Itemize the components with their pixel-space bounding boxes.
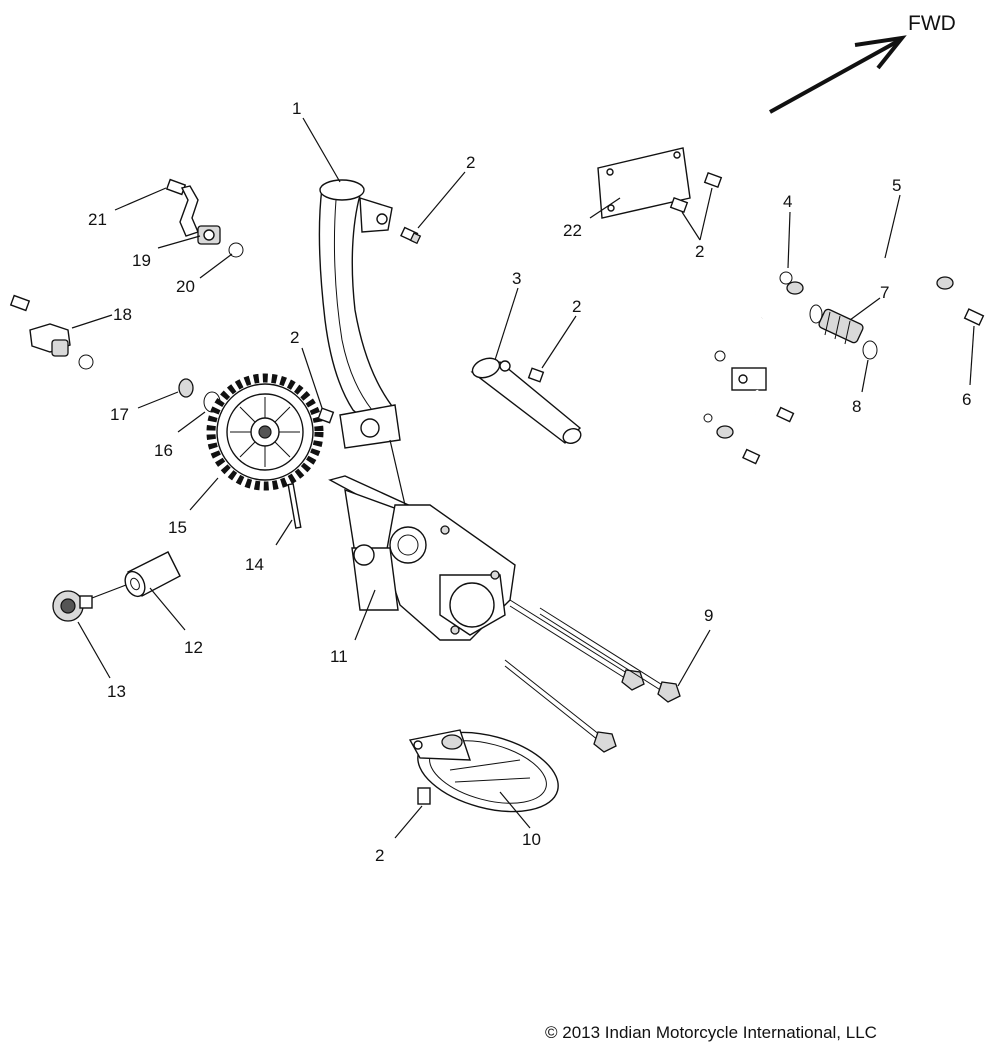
callout-15: 15 [168,518,187,537]
bolt-icon [527,367,545,383]
callout-22: 22 [563,221,582,240]
callout-4: 4 [783,192,792,211]
callout-2-plate: 2 [695,242,704,261]
callout-2-tube: 2 [466,153,475,172]
fitting [809,304,864,345]
cover-plate [597,147,723,219]
callout-2-screen: 2 [375,846,384,865]
callout-6: 6 [962,390,971,409]
callout-11: 11 [330,647,348,666]
pickup-tube [318,179,401,449]
bolt-icon [317,407,335,424]
callout-18: 18 [113,305,132,324]
bolt-icon [963,308,985,326]
o-ring [862,340,878,360]
oil-line [703,253,974,465]
snap-ring [178,378,194,398]
callout-21: 21 [88,210,107,229]
callout-9: 9 [704,606,713,625]
callout-10: 10 [522,830,541,849]
bolt-icon [417,787,431,805]
callout-17: 17 [110,405,129,424]
oil-screen [408,729,559,813]
sensor-bracket [165,178,244,258]
callout-8: 8 [852,397,861,416]
callout-12: 12 [184,638,203,657]
callout-7: 7 [880,283,889,302]
callout-1: 1 [292,99,301,118]
speed-sensor [9,294,94,370]
callout-5: 5 [892,176,901,195]
callout-14: 14 [245,555,264,574]
forward-arrow [769,35,907,114]
sleeve [470,357,582,444]
callout-2-pump: 2 [290,328,299,347]
callout-3: 3 [512,269,521,288]
callout-2-sleeve: 2 [572,297,581,316]
callout-20: 20 [176,277,195,296]
callout-13: 13 [107,682,126,701]
callout-16: 16 [154,441,173,460]
oil-pump [328,475,516,641]
drive-gear [206,373,324,491]
bolt-icon [400,226,422,245]
washer [779,271,793,285]
forward-label: FWD [908,12,956,35]
dowel-pin [287,483,302,529]
coupler [124,551,181,598]
copyright-text: © 2013 Indian Motorcycle International, … [545,1023,877,1042]
pressure-switch [52,590,93,622]
callout-19: 19 [132,251,151,270]
pump-bolts [504,599,681,753]
